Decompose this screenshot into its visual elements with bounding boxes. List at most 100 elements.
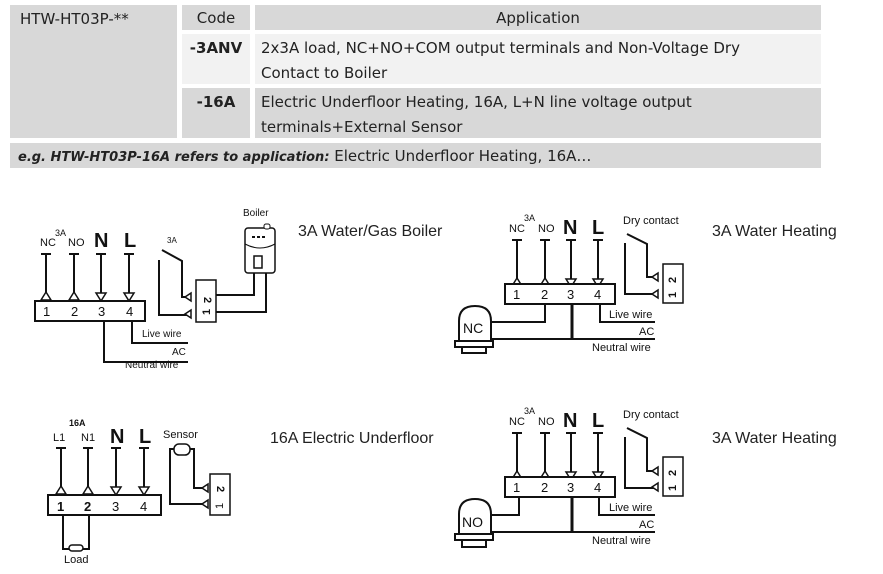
- diagram-title-boiler: 3A Water/Gas Boiler: [298, 223, 443, 240]
- contact-block: [662, 263, 684, 304]
- terminal-2: 2: [84, 499, 91, 514]
- terminal-2: 2: [541, 287, 548, 302]
- label-n: N: [563, 410, 577, 432]
- sensor-icon: [173, 443, 191, 456]
- sensor-label: Sensor: [163, 429, 198, 441]
- live-wire-label: Live wire: [142, 329, 182, 340]
- boiler-wires: [216, 273, 267, 313]
- load-icon: [68, 544, 84, 552]
- application-16a-line1: Electric Underfloor Heating, 16A, L+N li…: [261, 93, 692, 111]
- terminal-1: 1: [513, 287, 520, 302]
- contact-1: 1: [201, 309, 213, 315]
- example-text: Electric Underfloor Heating, 16A…: [329, 147, 592, 165]
- contact-block: [195, 279, 217, 323]
- contact-block: [662, 456, 684, 497]
- label-nc: NC: [40, 237, 56, 249]
- terminal-leads: [41, 253, 134, 294]
- terminal-3: 3: [567, 480, 574, 495]
- boiler-label: Boiler: [243, 208, 269, 219]
- neutral-wire-label: Neutral wire: [592, 342, 651, 354]
- example-prefix: e.g. HTW-HT03P-16A refers to application…: [18, 150, 330, 165]
- neutral-wire-label: Neutral wire: [125, 360, 179, 371]
- terminal-1: 1: [57, 499, 64, 514]
- label-no: NO: [538, 223, 555, 235]
- terminal-arrows: [39, 290, 136, 303]
- label-n: N: [563, 217, 577, 239]
- diagram-title-underfloor: 16A Electric Underfloor: [270, 430, 434, 447]
- application-16a: Electric Underfloor Heating, 16A, L+N li…: [255, 88, 821, 138]
- label-l: L: [592, 217, 604, 239]
- terminal-4: 4: [140, 499, 147, 514]
- actuator-label: NC: [463, 320, 483, 336]
- label-n: N: [110, 426, 124, 448]
- application-16a-line2: terminals+External Sensor: [261, 118, 463, 136]
- actuator-nc-icon: [454, 304, 494, 354]
- example-note: e.g. HTW-HT03P-16A refers to application…: [10, 143, 821, 168]
- ac-label: AC: [172, 347, 186, 358]
- contact-2: 2: [667, 470, 679, 476]
- label-nc: NC: [509, 223, 525, 235]
- sensor-terminal-block: [209, 473, 231, 516]
- model-cell: HTW-HT03P-**: [10, 5, 177, 138]
- terminal-4: 4: [126, 304, 133, 319]
- diagram-underfloor: 16A L1 N1 N L 1 2 3 4 Load Sensor 2 1 16…: [47, 418, 434, 566]
- application-3anv-line2: Contact to Boiler: [261, 64, 388, 82]
- label-n: N: [94, 230, 108, 252]
- relay-contact: [158, 249, 190, 316]
- terminal-1: 1: [43, 304, 50, 319]
- sensor-terminal-1: 1: [214, 503, 226, 509]
- terminal-3: 3: [98, 304, 105, 319]
- terminal-4: 4: [594, 287, 601, 302]
- contact-2: 2: [201, 297, 213, 303]
- boiler-icon: [244, 223, 276, 274]
- application-3anv: 2x3A load, NC+NO+COM output terminals an…: [255, 34, 821, 84]
- terminal-block: [504, 283, 616, 305]
- terminal-block: [34, 300, 146, 322]
- diagram-boiler: NC 3A NO N L 1 2 3 4 Live wire AC Neutra…: [34, 208, 443, 371]
- label-no: NO: [538, 416, 555, 428]
- switch-label: Dry contact: [623, 215, 679, 227]
- terminal-block: [504, 476, 616, 498]
- switch-label: 3A: [167, 236, 177, 245]
- terminal-2: 2: [71, 304, 78, 319]
- code-16a: -16A: [182, 88, 250, 138]
- terminal-4: 4: [594, 480, 601, 495]
- load-label: Load: [64, 554, 88, 566]
- supply-wires: [103, 321, 188, 363]
- sensor-terminal-2: 2: [214, 486, 226, 492]
- diagram-water-heating-nc: NC 3A NO N L 1 2 3 4 Live wire AC Neutra…: [454, 213, 837, 354]
- contact-1: 1: [667, 485, 679, 491]
- label-nc: NC: [509, 416, 525, 428]
- label-rating: 16A: [69, 418, 86, 428]
- live-wire-label: Live wire: [609, 502, 652, 514]
- diagram-water-heating-no: NC 3A NO N L 1 2 3 4 Live wire AC Neutra…: [454, 406, 837, 548]
- code-3anv: -3ANV: [182, 34, 250, 84]
- ac-label: AC: [639, 326, 654, 338]
- neutral-wire-label: Neutral wire: [592, 535, 651, 547]
- terminal-3: 3: [567, 287, 574, 302]
- label-n1: N1: [81, 432, 95, 444]
- label-l: L: [592, 410, 604, 432]
- ac-label: AC: [639, 519, 654, 531]
- terminal-2: 2: [541, 480, 548, 495]
- contact-2: 2: [667, 277, 679, 283]
- actuator-label: NO: [462, 514, 483, 530]
- code-header: Code: [182, 5, 250, 30]
- label-rating: 3A: [55, 228, 66, 238]
- terminal-block: [47, 494, 162, 516]
- label-l: L: [139, 426, 151, 448]
- label-no: NO: [68, 237, 85, 249]
- label-rating: 3A: [524, 406, 535, 416]
- diagram-title-water-heating-nc: 3A Water Heating: [712, 223, 837, 240]
- contact-1: 1: [667, 292, 679, 298]
- application-header: Application: [255, 5, 821, 30]
- diagram-title-water-heating-no: 3A Water Heating: [712, 430, 837, 447]
- label-l: L: [124, 230, 136, 252]
- application-3anv-line1: 2x3A load, NC+NO+COM output terminals an…: [261, 39, 740, 57]
- label-l1: L1: [53, 432, 65, 444]
- terminal-1: 1: [513, 480, 520, 495]
- switch-label: Dry contact: [623, 409, 679, 421]
- label-rating: 3A: [524, 213, 535, 223]
- terminal-3: 3: [112, 499, 119, 514]
